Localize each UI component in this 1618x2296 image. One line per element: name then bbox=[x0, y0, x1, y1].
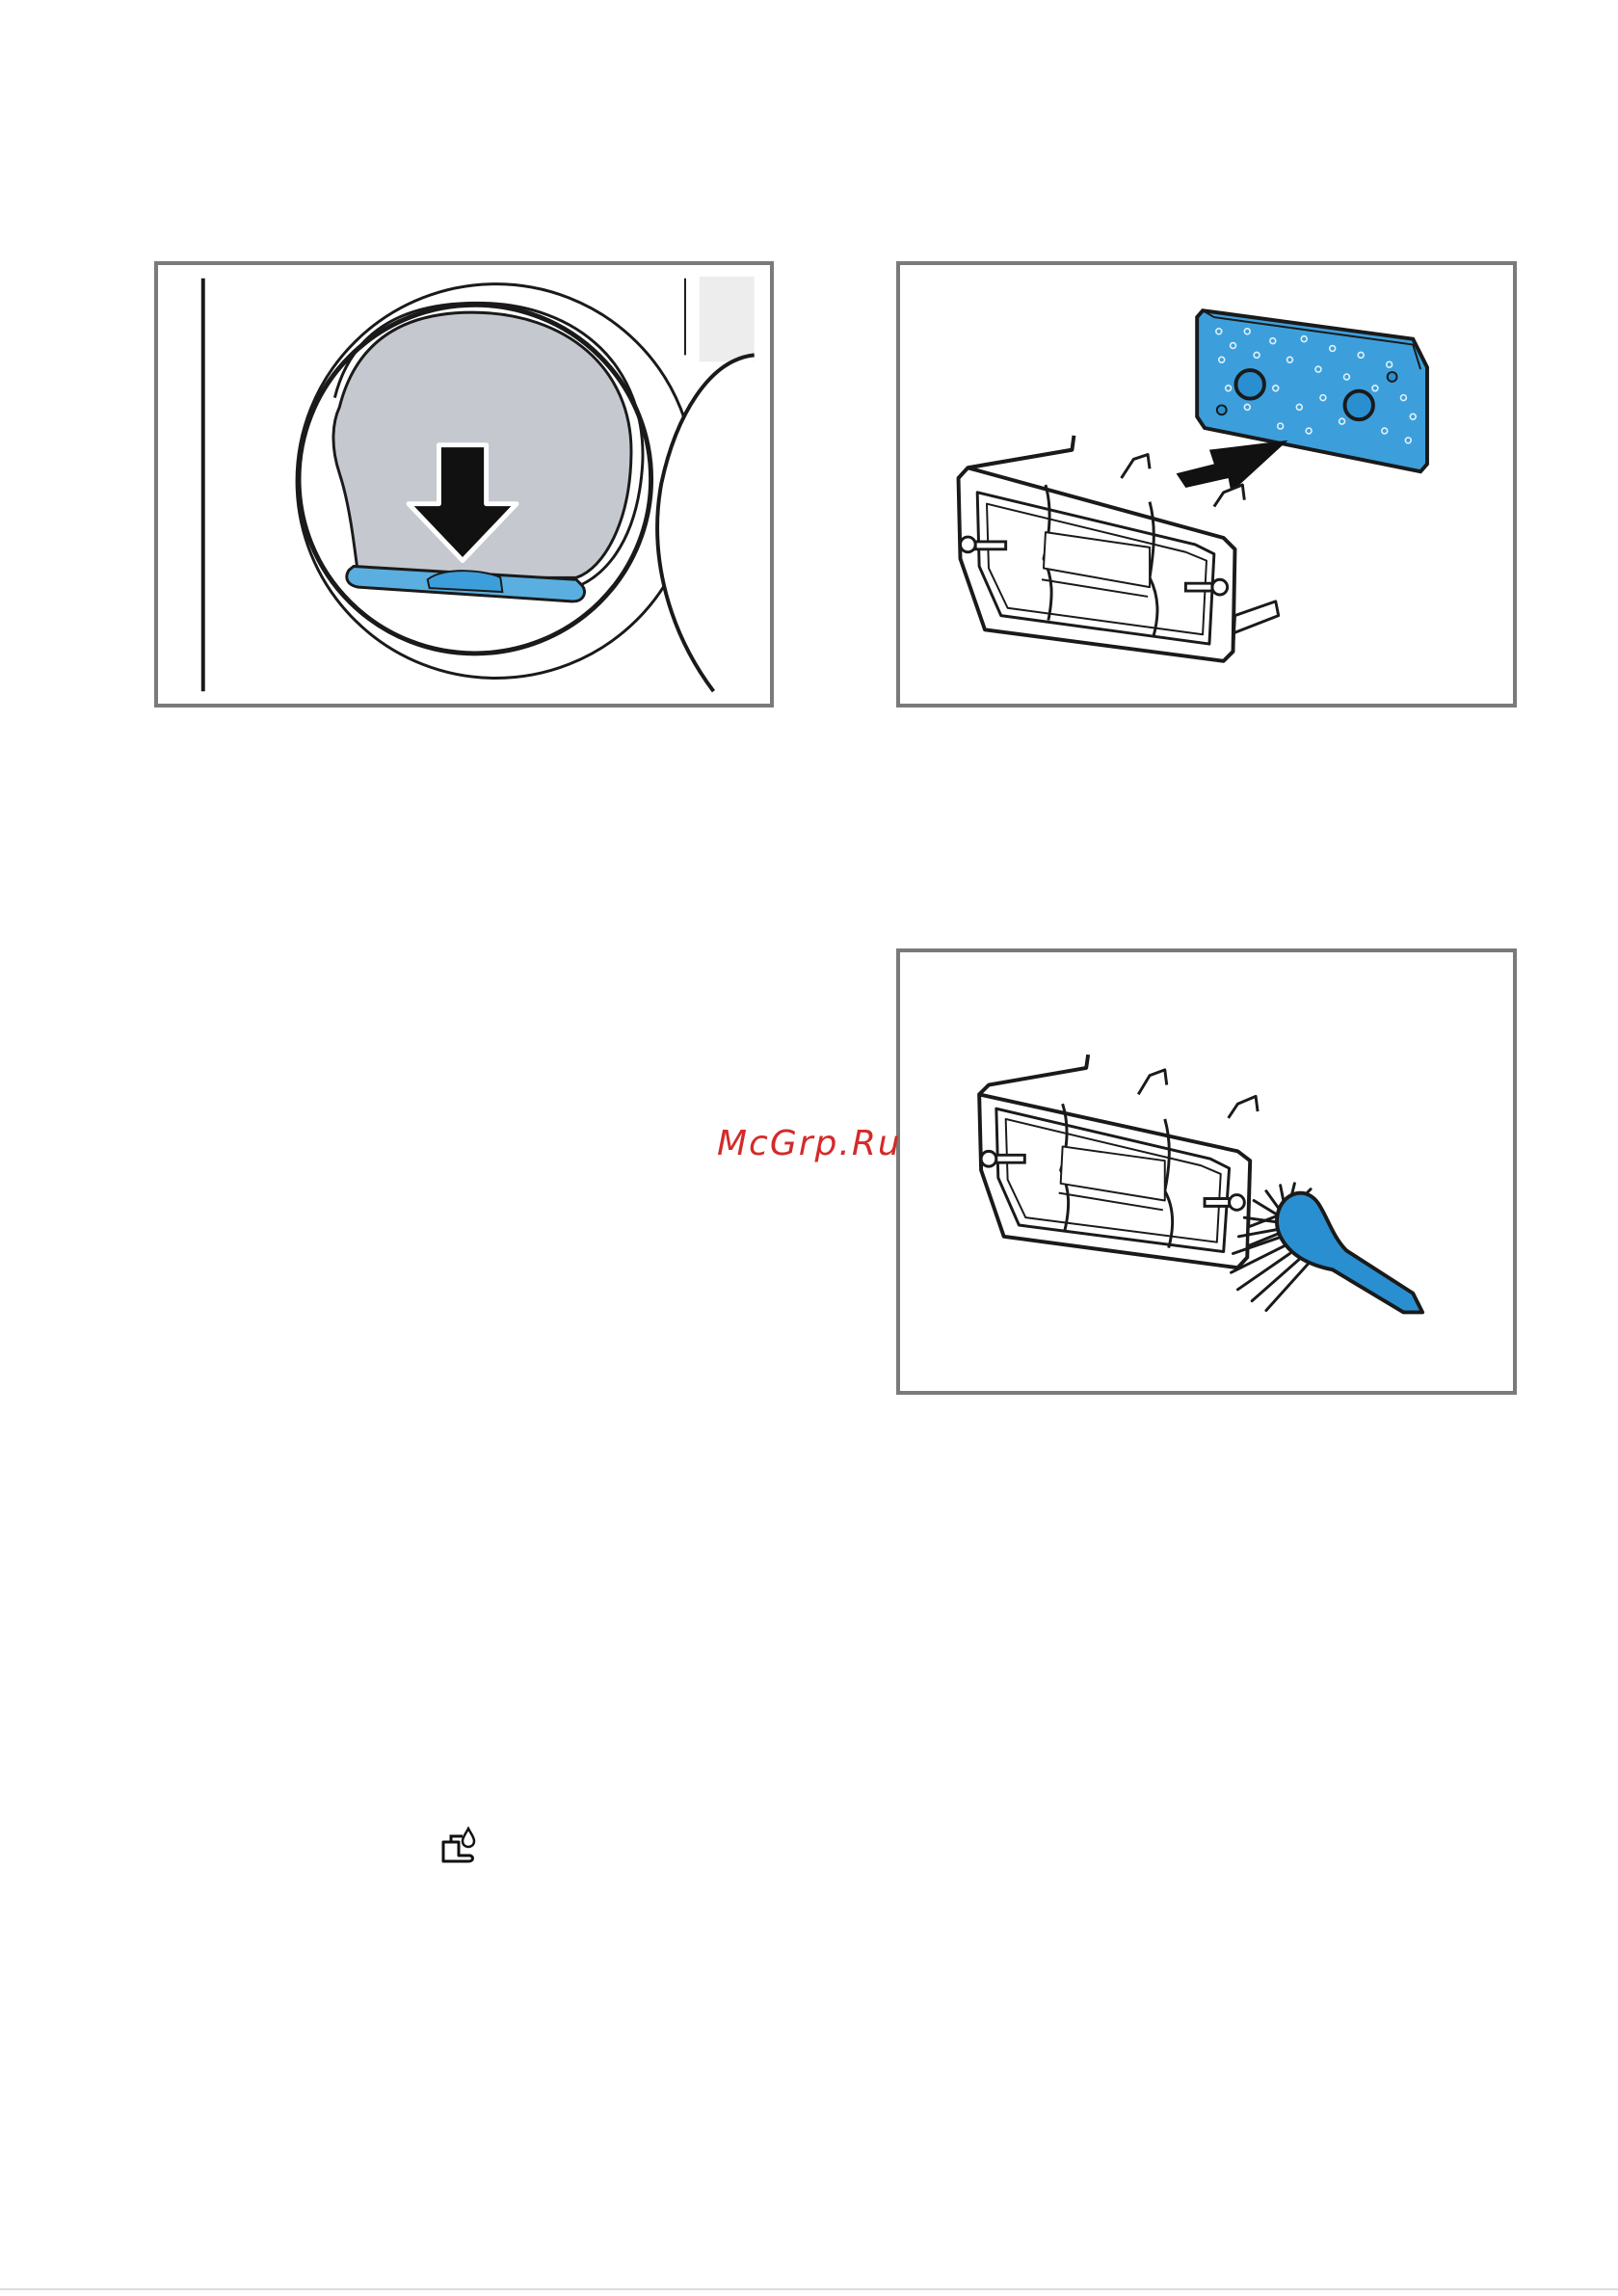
footer-rule bbox=[0, 2288, 1618, 2290]
filter-insert-sponge-icon bbox=[900, 265, 1513, 704]
water-tap-drop-icon bbox=[439, 1827, 480, 1865]
watermark-text: McGrp.Ru bbox=[717, 1124, 902, 1163]
figure-panel-3 bbox=[896, 948, 1517, 1395]
figure-panel-1 bbox=[154, 261, 774, 707]
dryer-door-lint-filter-icon bbox=[158, 265, 770, 704]
figure-panel-2 bbox=[896, 261, 1517, 707]
filter-brush-cleaning-icon bbox=[900, 952, 1513, 1391]
